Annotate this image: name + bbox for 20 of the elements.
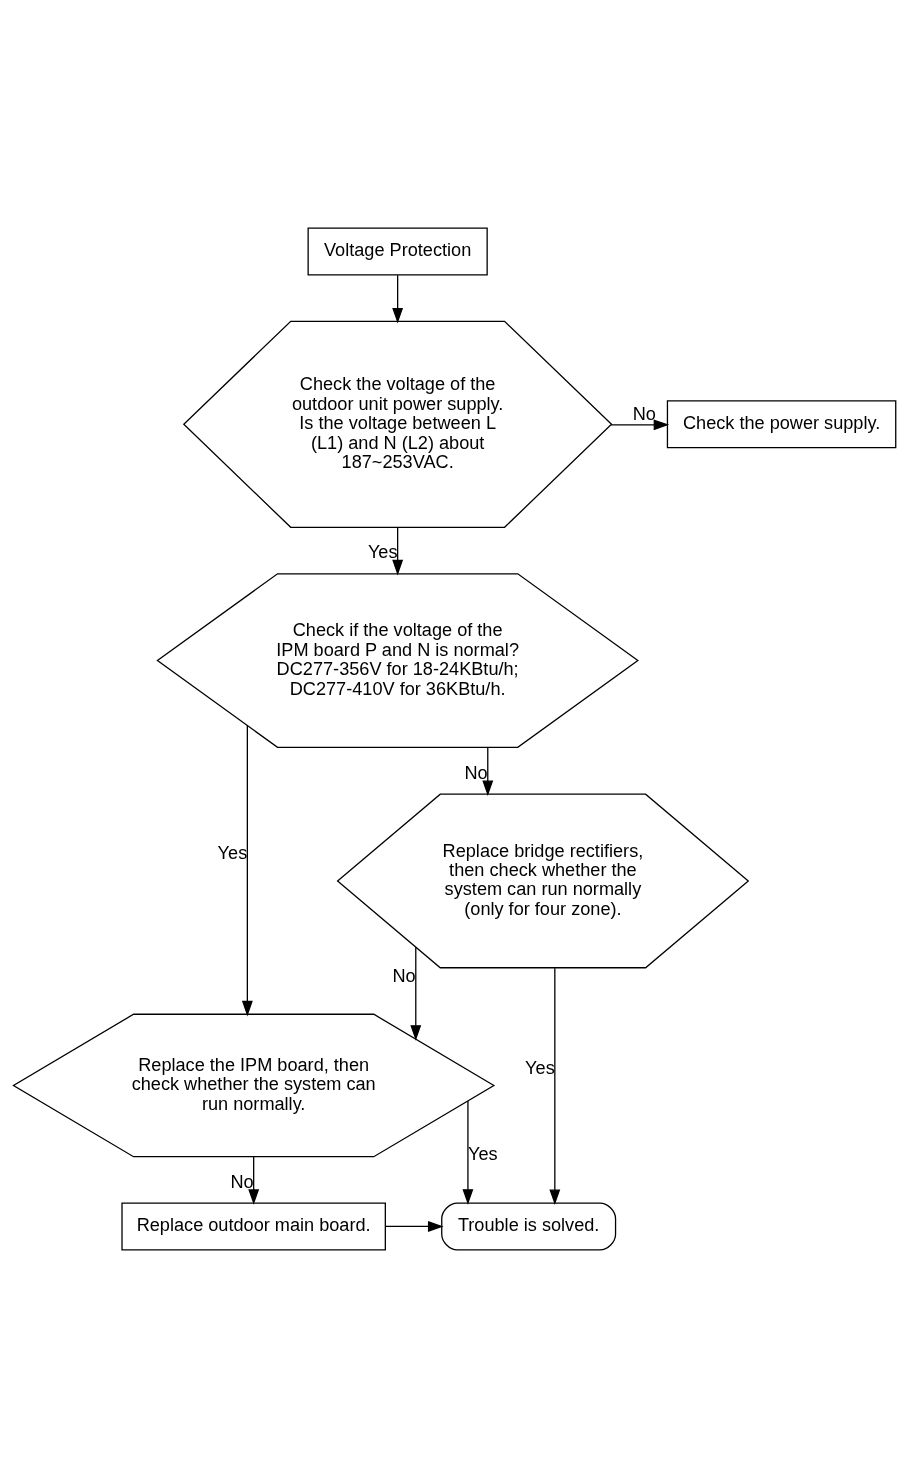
arrow [549, 967, 561, 1206]
edge-label: Yes [217, 842, 248, 863]
node-box: Trouble is solved. [441, 1202, 617, 1251]
arrow [610, 419, 670, 431]
arrow [241, 724, 253, 1017]
node-box: Replace outdoor main board. [121, 1202, 386, 1251]
arrow [482, 747, 494, 797]
arrow [248, 1156, 260, 1205]
edge-label: No [632, 403, 656, 424]
arrow [392, 526, 404, 576]
arrow [410, 946, 422, 1041]
edge-label: No [464, 762, 488, 783]
arrow [384, 1221, 444, 1232]
edge-label: Yes [525, 1058, 555, 1079]
node-box: Check the power supply. [666, 400, 897, 449]
edge-label: No [230, 1171, 254, 1192]
arrow [392, 274, 404, 324]
node-box: Voltage Protection [307, 227, 488, 276]
edge-label: Yes [367, 542, 398, 563]
arrow [462, 1100, 474, 1205]
